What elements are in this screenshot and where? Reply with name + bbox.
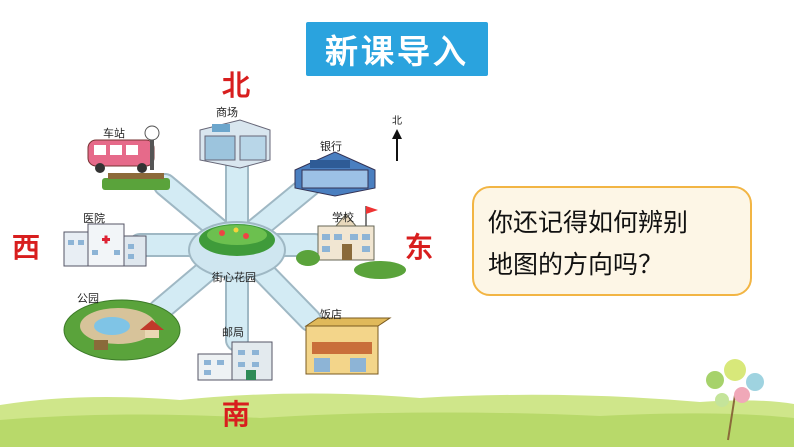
question-line-1: 你还记得如何辨别 [488, 208, 689, 237]
direction-west: 西 [12, 231, 41, 264]
hospital-building [63, 223, 147, 267]
label-school: 学校 [332, 211, 354, 224]
direction-east: 东 [405, 231, 434, 264]
school-building [296, 206, 406, 279]
page-title: 新课导入 [325, 32, 469, 71]
page-title-banner: 新课导入 [306, 22, 488, 76]
bus-station [87, 125, 170, 190]
mall-building [199, 119, 271, 169]
question-line-2: 地图的方向吗？ [488, 250, 664, 279]
tree-decoration [706, 359, 764, 441]
direction-north: 北 [222, 69, 251, 102]
hotel-building [304, 317, 392, 375]
question-box: 你还记得如何辨别 地图的方向吗？ [472, 186, 752, 296]
post-office-building [197, 341, 273, 381]
up-arrow-icon [392, 129, 402, 161]
bank-building [294, 151, 376, 197]
compass-north-arrow: 北 [386, 112, 408, 162]
label-hospital: 医院 [83, 212, 105, 225]
label-center-garden: 街心花园 [212, 271, 256, 284]
direction-south: 南 [222, 398, 251, 431]
center-garden [188, 221, 286, 279]
compass-label: 北 [392, 116, 402, 127]
label-post-office: 邮局 [222, 326, 244, 339]
label-bank: 银行 [320, 140, 342, 153]
label-mall: 商场 [216, 106, 238, 119]
label-hotel: 饭店 [320, 308, 342, 321]
label-park: 公园 [77, 292, 99, 305]
park-area [63, 299, 181, 361]
label-station: 车站 [103, 127, 125, 140]
